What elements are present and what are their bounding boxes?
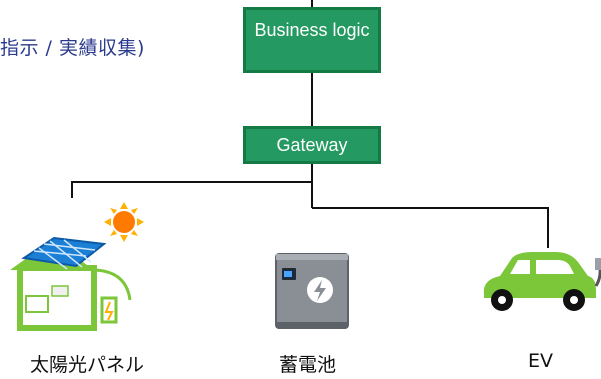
- house-icon: [10, 236, 132, 331]
- business-logic-box: Business logic: [243, 7, 381, 73]
- sun-icon: [104, 202, 144, 242]
- solar-house-icon: [10, 202, 144, 331]
- solar-panel-icon: [21, 236, 107, 270]
- ev-label: EV: [528, 350, 554, 372]
- solar-label: 太陽光パネル: [30, 354, 145, 376]
- battery-label: 蓄電池: [279, 354, 337, 376]
- ev-car-icon: [483, 252, 601, 311]
- battery-icon: [275, 253, 349, 329]
- side-annotation: 指示 / 実績収集): [0, 37, 145, 59]
- gateway-box: Gateway: [243, 126, 381, 164]
